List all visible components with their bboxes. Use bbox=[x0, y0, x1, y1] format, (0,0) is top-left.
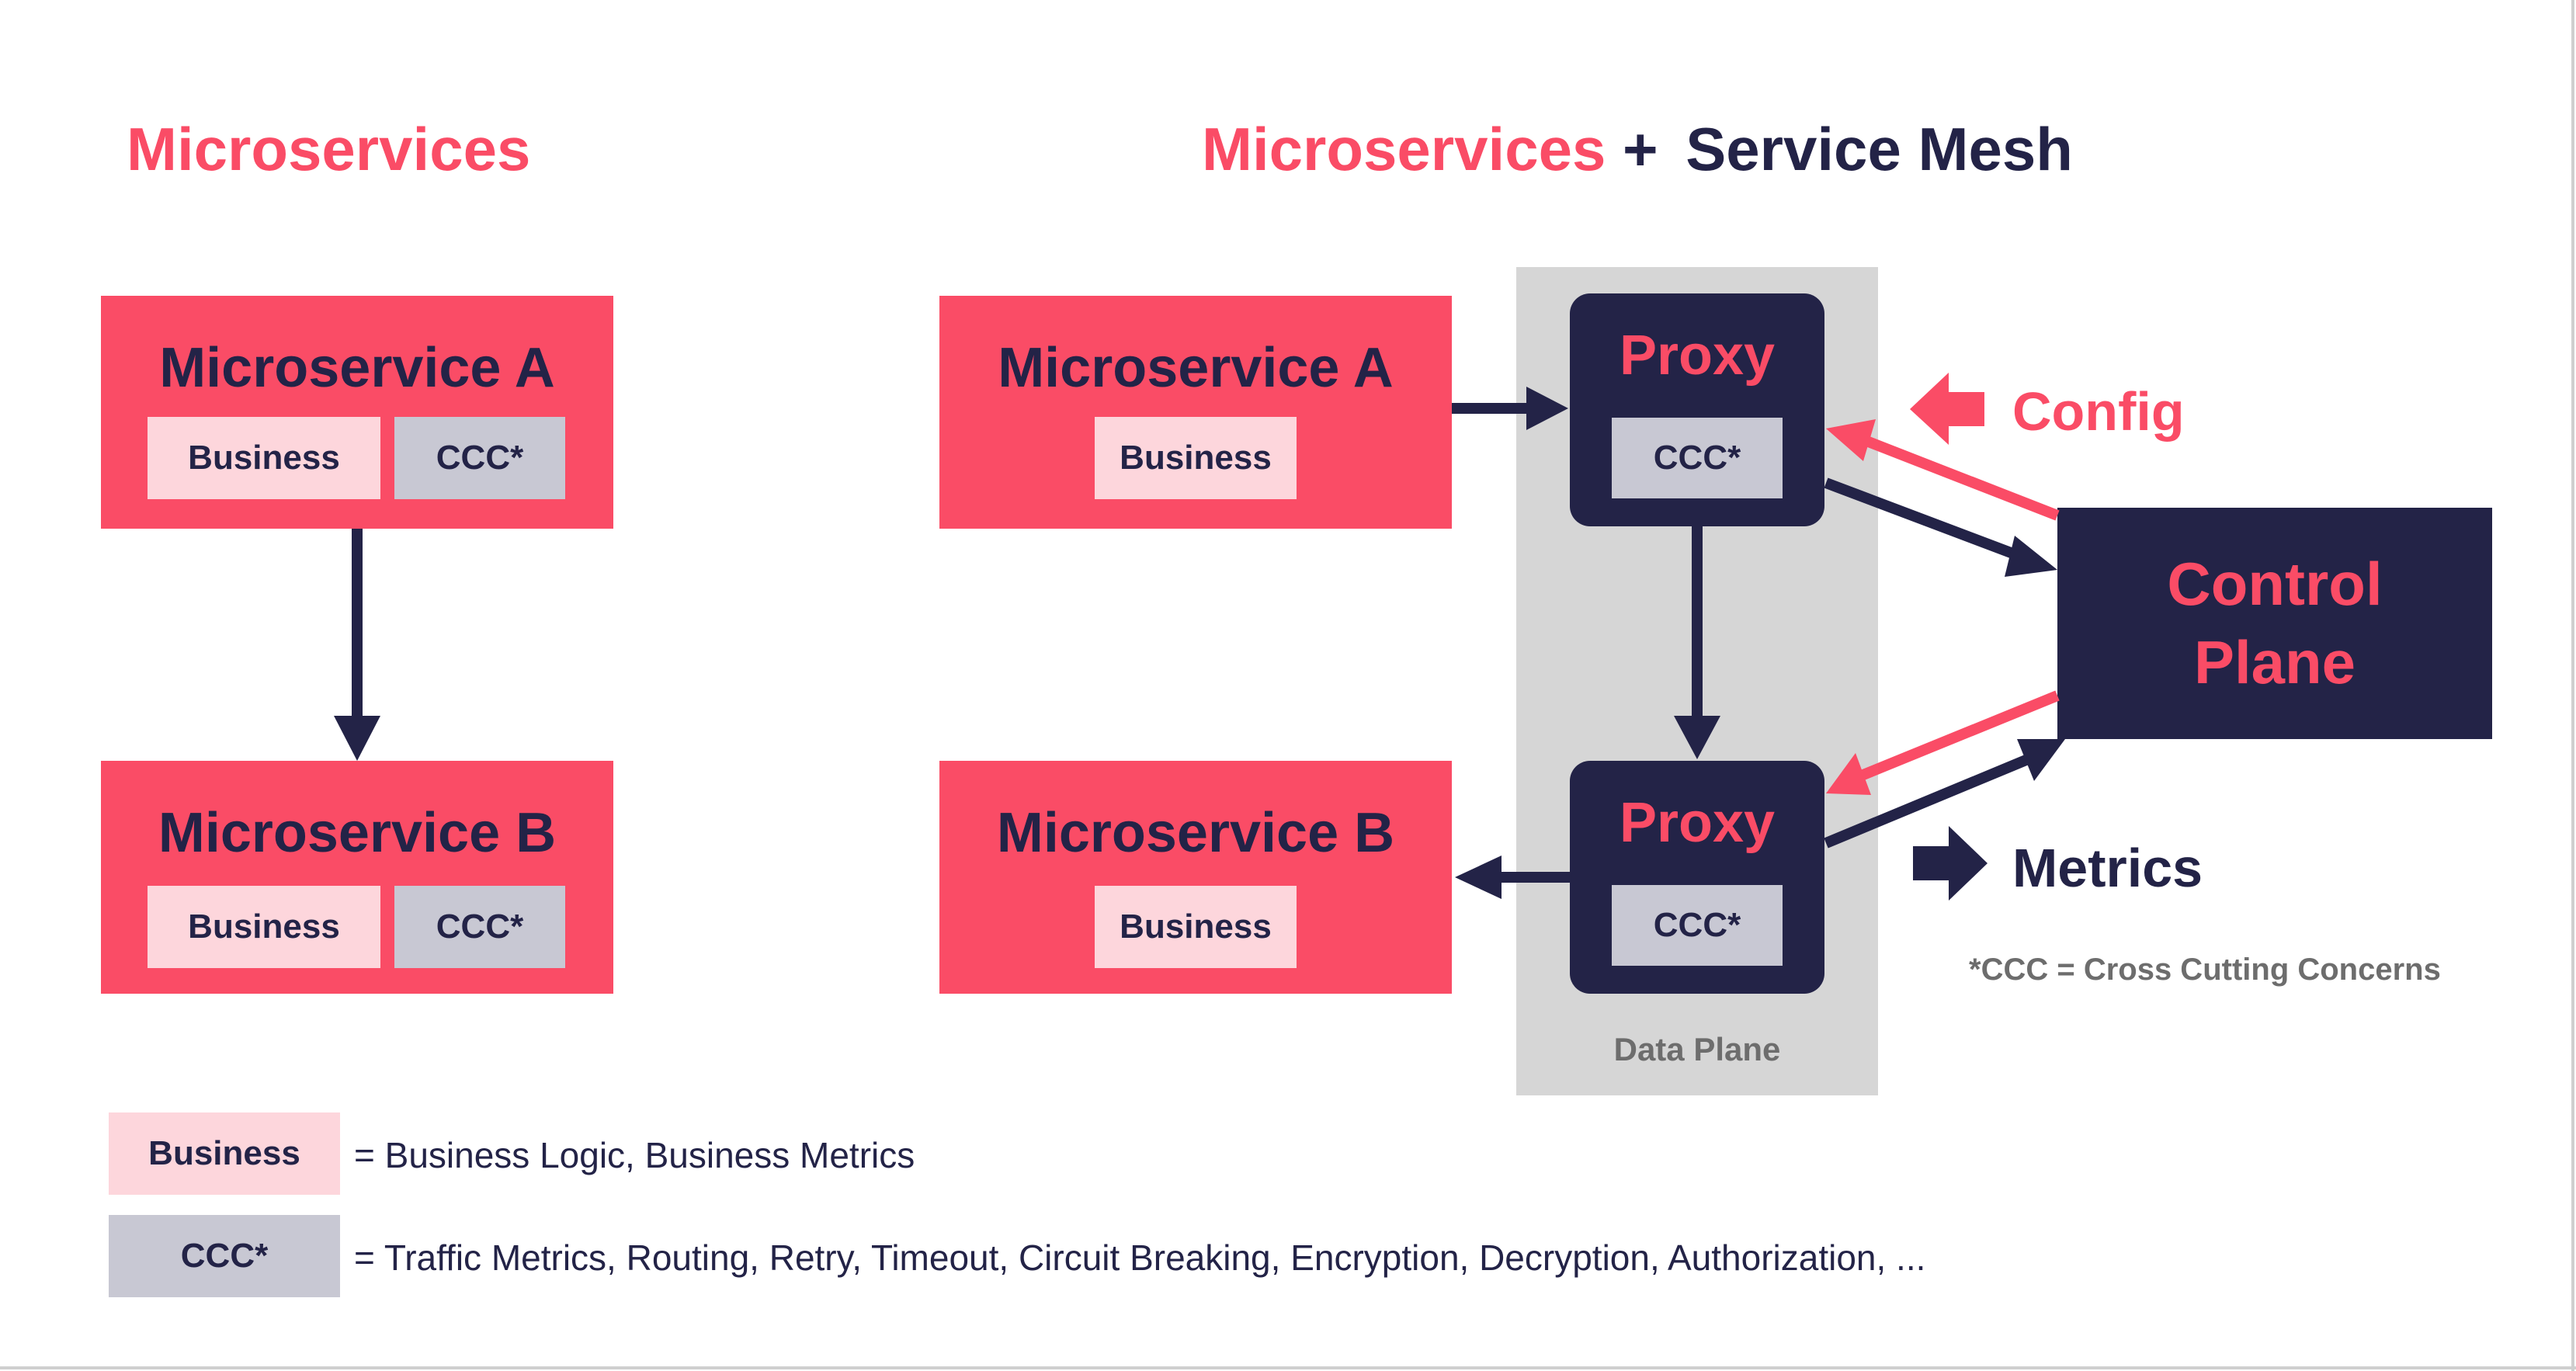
left-microservice-a: Microservice A Business CCC* bbox=[101, 296, 613, 529]
proxy-bottom-ccc-chip: CCC* bbox=[1612, 885, 1783, 966]
legend-ccc-chip: CCC* bbox=[109, 1215, 340, 1297]
control-to-proxy-top-arrow-line bbox=[1864, 436, 2060, 521]
right-title-plus: + bbox=[1623, 115, 1658, 183]
proxy-bottom: Proxy CCC* bbox=[1570, 761, 1824, 994]
proxy-top: Proxy CCC* bbox=[1570, 293, 1824, 526]
control-plane-label-line1: Control bbox=[2167, 549, 2383, 618]
frame-bottom-edge bbox=[0, 1366, 2576, 1369]
left-microservice-b-label: Microservice B bbox=[158, 802, 557, 864]
left-title: Microservices bbox=[127, 115, 531, 183]
legend-business-chip: Business bbox=[109, 1112, 340, 1195]
right-microservice-a: Microservice A Business bbox=[939, 296, 1452, 529]
proxy-bottom-to-control-arrowhead bbox=[2017, 739, 2065, 781]
frame-right-edge bbox=[2571, 0, 2574, 1371]
right-title: Microservices + Service Mesh bbox=[1202, 119, 2073, 179]
svc-a-to-proxy-arrowhead bbox=[1526, 387, 1568, 430]
legend-ccc-text: = Traffic Metrics, Routing, Retry, Timeo… bbox=[354, 1237, 1926, 1278]
control-plane-label: Control Plane bbox=[2167, 545, 2382, 703]
metrics-label: Metrics bbox=[2012, 838, 2203, 898]
proxy-to-svc-b-arrowhead bbox=[1455, 856, 1502, 899]
left-microservice-b-business-chip: Business bbox=[148, 886, 380, 968]
config-label: Config bbox=[2012, 381, 2185, 442]
left-microservice-b: Microservice B Business CCC* bbox=[101, 761, 613, 994]
control-to-proxy-top-arrowhead bbox=[1826, 419, 1876, 461]
left-microservice-a-business-chip: Business bbox=[148, 417, 380, 499]
right-microservice-a-business-chip: Business bbox=[1095, 417, 1297, 499]
left-a-to-b-arrowhead bbox=[334, 716, 380, 761]
config-arrow-icon bbox=[1910, 373, 1984, 445]
proxy-top-to-bottom-arrowhead bbox=[1674, 716, 1720, 759]
proxy-top-ccc-chip: CCC* bbox=[1612, 418, 1783, 498]
right-microservice-b-label: Microservice B bbox=[996, 802, 1395, 864]
right-title-service-mesh: Service Mesh bbox=[1686, 115, 2073, 183]
control-to-proxy-bottom-arrow-line bbox=[1861, 690, 2060, 780]
legend-business-text: = Business Logic, Business Metrics bbox=[354, 1135, 915, 1175]
proxy-top-to-control-arrowhead bbox=[2005, 536, 2057, 577]
data-plane-label: Data Plane bbox=[1613, 1031, 1781, 1067]
proxy-bottom-label: Proxy bbox=[1619, 792, 1776, 854]
right-microservice-a-label: Microservice A bbox=[998, 337, 1394, 399]
proxy-bottom-to-control-arrow-line bbox=[1824, 754, 2030, 849]
right-microservice-b: Microservice B Business bbox=[939, 761, 1452, 994]
control-to-proxy-bottom-arrowhead bbox=[1826, 753, 1871, 795]
proxy-top-to-control-arrow-line bbox=[1824, 477, 2026, 563]
ccc-footnote: *CCC = Cross Cutting Concerns bbox=[1969, 953, 2441, 987]
right-microservice-b-business-chip: Business bbox=[1095, 886, 1297, 968]
left-microservice-a-label: Microservice A bbox=[159, 337, 555, 399]
right-title-microservices: Microservices bbox=[1202, 115, 1606, 183]
proxy-top-label: Proxy bbox=[1619, 325, 1776, 387]
control-plane: Control Plane bbox=[2057, 508, 2492, 739]
left-microservice-a-ccc-chip: CCC* bbox=[394, 417, 565, 499]
left-microservice-b-ccc-chip: CCC* bbox=[394, 886, 565, 968]
control-plane-label-line2: Plane bbox=[2193, 628, 2356, 696]
metrics-arrow-icon bbox=[1913, 826, 1988, 901]
